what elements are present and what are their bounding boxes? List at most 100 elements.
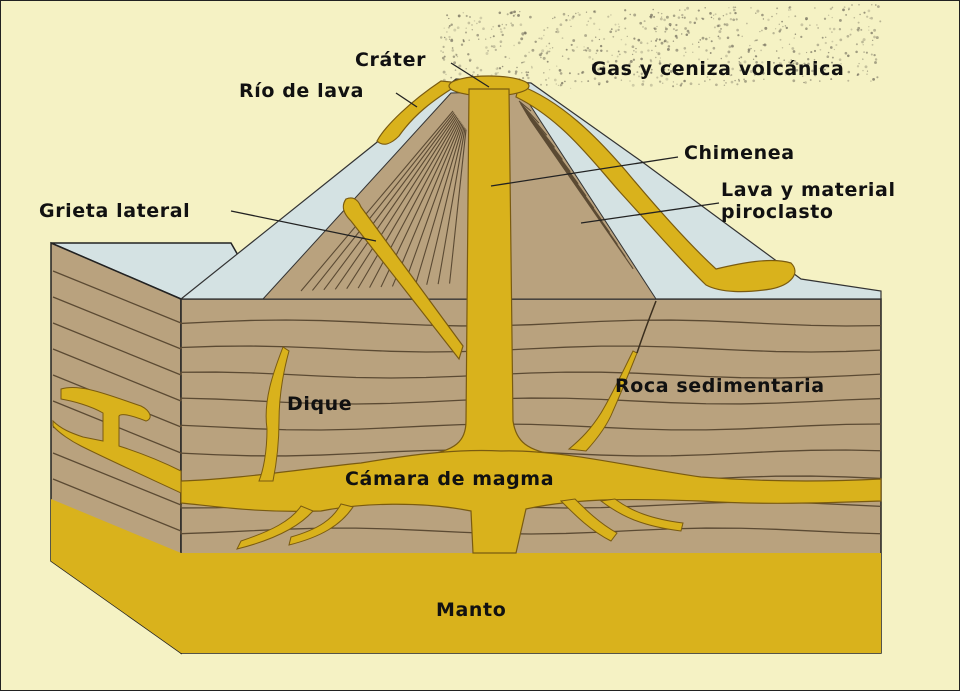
ash-particle (781, 20, 783, 23)
ash-particle (631, 83, 635, 87)
ash-particle (581, 70, 585, 74)
ash-particle (831, 40, 834, 43)
ash-particle (838, 58, 842, 61)
ash-particle (605, 80, 609, 83)
ash-particle (824, 36, 827, 39)
ash-particle (617, 50, 620, 53)
ash-particle (598, 83, 601, 86)
ash-particle (660, 41, 664, 45)
ash-particle (699, 39, 702, 41)
ash-particle (545, 84, 548, 86)
ash-particle (734, 79, 736, 82)
ash-particle (485, 52, 489, 55)
ash-particle (805, 51, 808, 54)
ash-particle (782, 25, 784, 28)
ash-particle (695, 68, 697, 70)
ash-particle (527, 71, 530, 74)
ash-particle (802, 65, 805, 68)
ash-particle (555, 83, 558, 85)
ash-particle (650, 13, 653, 17)
ash-particle (635, 51, 637, 53)
mantle-layer (51, 499, 181, 653)
ash-particle (659, 57, 662, 59)
ash-particle (624, 43, 627, 46)
ash-particle (617, 28, 620, 32)
ash-particle (725, 81, 727, 84)
right-crack (636, 300, 657, 354)
ash-particle (540, 83, 542, 86)
ash-particle (614, 23, 617, 26)
ash-particle (643, 20, 646, 23)
ash-particle (710, 40, 713, 43)
stratum-line (180, 319, 882, 327)
ash-particle (615, 31, 617, 33)
ash-particle (572, 15, 575, 18)
ash-particle (712, 46, 716, 50)
ash-particle (545, 45, 548, 47)
ash-particle (598, 38, 601, 41)
ash-particle (614, 29, 618, 32)
ash-particle (672, 85, 675, 88)
ash-particle (456, 26, 460, 30)
ash-particle (800, 23, 804, 27)
ash-particle (846, 34, 850, 38)
ash-particle (569, 19, 571, 21)
ash-particle (464, 31, 468, 34)
ash-particle (752, 58, 755, 60)
ash-particle (736, 28, 739, 32)
ash-particle (710, 16, 713, 19)
ash-particle (570, 43, 573, 46)
ash-particle (492, 45, 496, 49)
cone-layer-line (403, 123, 463, 287)
ash-particle (823, 17, 827, 20)
ash-particle (842, 8, 845, 12)
ash-particle (868, 29, 870, 31)
ash-particle (743, 78, 746, 81)
ash-particle (458, 64, 462, 68)
ash-particle (538, 37, 540, 40)
ash-particle (705, 37, 708, 41)
ash-particle (585, 11, 588, 13)
ash-particle (717, 35, 720, 38)
ash-particle (680, 33, 683, 35)
ash-particle (664, 26, 667, 28)
ash-particle (678, 9, 681, 11)
ash-particle (639, 41, 643, 45)
ash-particle (649, 15, 651, 18)
ash-particle (636, 71, 639, 74)
ash-particle (629, 80, 631, 82)
label-gas-ash: Gas y ceniza volcánica (591, 58, 845, 80)
ash-particle (596, 49, 599, 52)
stratum-line-left (52, 270, 182, 324)
ash-particle (549, 47, 551, 50)
ash-particle (607, 15, 610, 18)
ash-particle (800, 35, 803, 39)
ash-particle (666, 40, 669, 44)
ash-particle (501, 65, 504, 68)
ash-particle (672, 81, 675, 83)
ash-particle (795, 68, 799, 72)
ash-particle (827, 14, 830, 16)
ash-particle (698, 83, 700, 86)
label-lava-river: Río de lava (239, 80, 365, 102)
ash-particle (600, 49, 603, 53)
ash-particle (477, 38, 480, 41)
ash-particle (756, 9, 760, 13)
ash-particle (593, 22, 596, 25)
ash-particle (685, 33, 689, 37)
ash-particle (530, 65, 533, 68)
ash-particle (816, 43, 820, 47)
ash-particle (740, 56, 743, 59)
ash-particle (575, 12, 577, 15)
ash-particle (618, 25, 621, 28)
ash-particle (443, 27, 445, 29)
label-crater: Cráter (355, 49, 427, 71)
ash-particle (747, 65, 750, 68)
ash-particle (605, 49, 609, 53)
cone-layer-line (437, 128, 466, 285)
ash-particle (840, 63, 842, 65)
ash-particle (612, 35, 615, 38)
ash-particle (864, 65, 868, 69)
ash-particle (868, 26, 870, 28)
ash-particle (723, 23, 726, 26)
